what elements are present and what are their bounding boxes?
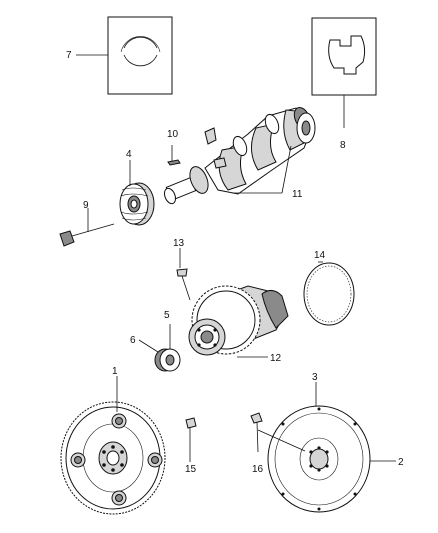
callout-7: 7 bbox=[66, 50, 72, 61]
callout-10: 10 bbox=[167, 129, 179, 140]
callout-13: 13 bbox=[173, 238, 185, 249]
damper-pulley-part-4 bbox=[119, 182, 155, 226]
tone-wheel-assembly-part-12 bbox=[188, 285, 289, 356]
callout-12: 12 bbox=[270, 353, 282, 364]
seal-ring-part-14 bbox=[303, 262, 355, 326]
callout-2: 2 bbox=[398, 457, 404, 468]
callout-5: 5 bbox=[164, 310, 170, 321]
leader-16 bbox=[257, 429, 306, 452]
crankshaft-part-11 bbox=[163, 106, 316, 205]
callout-14: 14 bbox=[314, 250, 326, 261]
bolt-part-15 bbox=[185, 417, 197, 445]
callout-6: 6 bbox=[130, 335, 136, 346]
leader-6 bbox=[138, 339, 159, 353]
bolt-part-16 bbox=[250, 412, 263, 453]
bolt-part-13 bbox=[176, 268, 191, 301]
callout-3: 3 bbox=[312, 372, 318, 383]
key-part-10 bbox=[167, 159, 181, 166]
callout-11: 11 bbox=[292, 189, 303, 200]
damper-bolt-part-9 bbox=[59, 223, 115, 247]
bearing-box-part-7 bbox=[107, 16, 173, 95]
callout-8: 8 bbox=[340, 140, 346, 151]
callout-9: 9 bbox=[83, 200, 89, 211]
thrust-washer-box-part-8 bbox=[311, 17, 377, 96]
callout-1: 1 bbox=[112, 366, 118, 377]
callout-16: 16 bbox=[252, 464, 264, 475]
leader-11b bbox=[281, 145, 292, 194]
callout-15: 15 bbox=[185, 464, 197, 475]
flexplate-part-1 bbox=[60, 401, 166, 515]
callout-4: 4 bbox=[126, 149, 132, 160]
pilot-bearing-part-6 bbox=[154, 348, 181, 372]
drive-plate-part-2 bbox=[267, 405, 371, 513]
